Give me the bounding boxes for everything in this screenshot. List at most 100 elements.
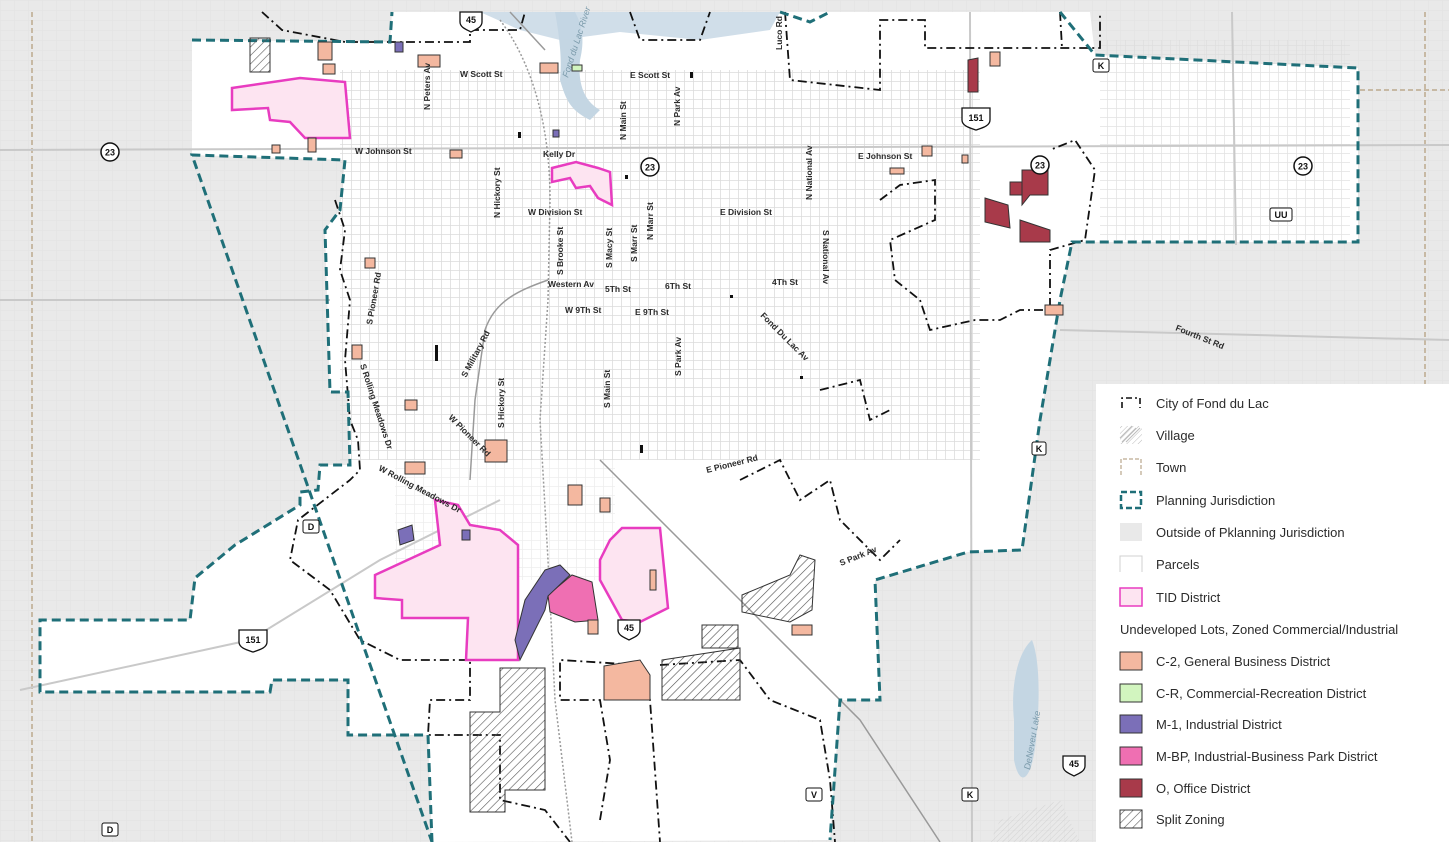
legend-label-town: Town	[1156, 459, 1187, 475]
county-d-shield-west: D	[302, 519, 320, 534]
street-n-peters: N Peters Av	[422, 63, 432, 110]
street-s-hickory: S Hickory St	[496, 378, 506, 428]
county-k-shield-north: K	[1092, 58, 1110, 73]
street-s-brooke: S Brooke St	[555, 227, 565, 275]
legend-label-o: O, Office District	[1156, 780, 1251, 796]
street-s-main: S Main St	[602, 370, 612, 408]
street-luco: Luco Rd	[774, 16, 784, 50]
street-n-main: N Main St	[618, 101, 628, 140]
legend-item-town: Town	[1096, 454, 1186, 480]
c2-swatch	[1118, 650, 1144, 672]
svg-text:UU: UU	[1275, 210, 1288, 220]
route-45-shield-south: 45	[617, 619, 641, 641]
svg-text:K: K	[1036, 444, 1043, 454]
legend-label-c2: C-2, General Business District	[1156, 653, 1331, 669]
county-uu-shield: UU	[1269, 207, 1293, 222]
street-kelly: Kelly Dr	[543, 149, 576, 159]
legend-subheading: Undeveloped Lots, Zoned Commercial/Indus…	[1120, 622, 1399, 637]
county-v-shield: V	[805, 787, 823, 802]
street-n-national: N National Av	[804, 145, 814, 200]
svg-text:D: D	[107, 825, 114, 835]
c2-areas	[271, 41, 1064, 701]
office-areas	[967, 57, 1051, 243]
m1-areas	[394, 41, 571, 662]
legend-item-c2: C-2, General Business District	[1096, 648, 1330, 674]
legend-item-outside: Outside of Pklanning Jurisdiction	[1096, 519, 1345, 545]
legend-item-city: City of Fond du Lac	[1096, 390, 1269, 416]
village-swatch	[1118, 424, 1144, 446]
legend-item-split: Split Zoning	[1096, 806, 1225, 832]
legend-item-tid: TID District	[1096, 584, 1220, 610]
svg-text:45: 45	[466, 15, 476, 25]
legend-label-m1: M-1, Industrial District	[1156, 716, 1282, 732]
street-4th: 4Th St	[772, 277, 798, 287]
street-e-scott: E Scott St	[630, 70, 670, 80]
mbp-swatch	[1118, 745, 1144, 767]
route-23-shield-east: 23	[1030, 155, 1050, 175]
svg-text:45: 45	[624, 623, 634, 633]
street-n-marr: N Marr St	[645, 202, 655, 240]
route-151-shield-south: 151	[238, 629, 268, 653]
legend-label-city: City of Fond du Lac	[1156, 395, 1269, 411]
legend-item-village: Village	[1096, 422, 1195, 448]
split-zoning-swatch	[1118, 808, 1144, 830]
legend-label-planning: Planning Jurisdiction	[1156, 492, 1276, 508]
route-45-shield-north: 45	[459, 11, 483, 33]
svg-text:V: V	[811, 790, 817, 800]
street-s-national: S National Av	[821, 230, 831, 284]
route-23-shield-far-east: 23	[1293, 156, 1313, 176]
street-s-macy: S Macy St	[604, 228, 614, 268]
planning-jurisdiction-swatch	[1118, 489, 1144, 511]
legend-label-mbp: M-BP, Industrial-Business Park District	[1156, 748, 1378, 764]
route-23-shield-center: 23	[640, 157, 660, 177]
east-street-grid	[1100, 40, 1350, 240]
svg-text:K: K	[967, 790, 974, 800]
street-western: Western Av	[548, 279, 594, 289]
town-swatch	[1118, 456, 1144, 478]
svg-text:K: K	[1098, 61, 1105, 71]
legend-label-split: Split Zoning	[1156, 811, 1225, 827]
map-legend: City of Fond du Lac Village Town Plannin…	[1096, 384, 1449, 842]
street-w-johnson: W Johnson St	[355, 146, 412, 156]
legend-label-cr: C-R, Commercial-Recreation District	[1156, 685, 1367, 701]
street-e-division: E Division St	[720, 207, 772, 217]
street-e-johnson: E Johnson St	[858, 151, 912, 161]
legend-label-parcels: Parcels	[1156, 556, 1200, 572]
office-swatch	[1118, 777, 1144, 799]
svg-text:45: 45	[1069, 759, 1079, 769]
street-6th: 6Th St	[665, 281, 691, 291]
parcels-swatch	[1118, 553, 1144, 575]
cr-area	[571, 64, 583, 72]
tid-swatch	[1118, 586, 1144, 608]
street-s-marr: S Marr St	[629, 225, 639, 262]
street-w-9th: W 9Th St	[565, 305, 602, 315]
m1-swatch	[1118, 713, 1144, 735]
legend-item-mbp: M-BP, Industrial-Business Park District	[1096, 743, 1378, 769]
svg-text:23: 23	[1298, 162, 1308, 172]
svg-text:23: 23	[105, 148, 115, 158]
svg-text:151: 151	[968, 113, 983, 123]
route-shields: 23 23 23 23 45 45 45 151 151 K K K D D V…	[100, 11, 1313, 837]
railroads	[469, 11, 941, 842]
north-water	[480, 12, 780, 40]
svg-text:23: 23	[1035, 161, 1045, 171]
legend-item-m1: M-1, Industrial District	[1096, 711, 1282, 737]
legend-item-o: O, Office District	[1096, 775, 1250, 801]
route-23-shield-west: 23	[100, 142, 120, 162]
legend-label-outside: Outside of Pklanning Jurisdiction	[1156, 524, 1345, 540]
street-s-park: S Park Av	[673, 337, 683, 376]
village-area	[990, 800, 1080, 842]
city-boundary-swatch	[1118, 392, 1144, 414]
street-w-scott: W Scott St	[460, 69, 503, 79]
legend-item-planning: Planning Jurisdiction	[1096, 487, 1275, 513]
street-e-9th: E 9Th St	[635, 307, 669, 317]
route-45-shield-east: 45	[1062, 755, 1086, 777]
svg-text:D: D	[308, 522, 315, 532]
route-151-shield-north: 151	[961, 107, 991, 131]
county-k-shield-south: K	[961, 787, 979, 802]
tid-districts	[230, 76, 670, 662]
legend-item-parcels: Parcels	[1096, 551, 1199, 577]
outside-swatch	[1118, 521, 1144, 543]
legend-label-tid: TID District	[1156, 589, 1221, 605]
city-boundary	[261, 11, 1101, 842]
